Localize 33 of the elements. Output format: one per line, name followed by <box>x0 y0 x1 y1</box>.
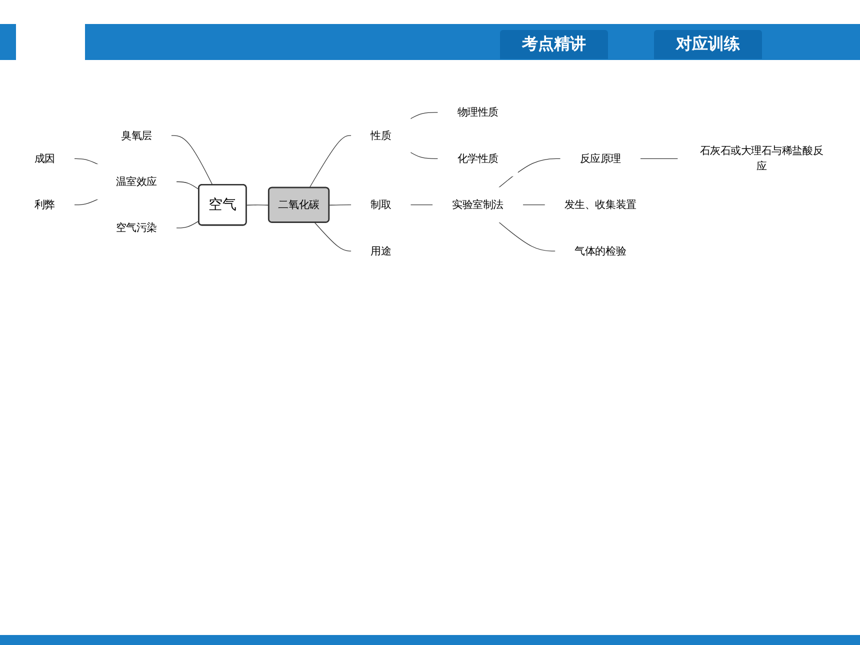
connector <box>640 158 678 159</box>
node-text: 发生、收集装置 <box>564 198 636 211</box>
connector <box>74 198 98 206</box>
node-text: 气体的检验 <box>574 244 626 257</box>
node-text: 石灰石或大理石与稀盐酸反应 <box>700 144 824 172</box>
node-text: 反应原理 <box>580 152 621 164</box>
connector <box>176 181 200 190</box>
connector <box>410 112 438 120</box>
connector <box>410 204 434 206</box>
node-text: 物理性质 <box>457 106 498 118</box>
connector <box>246 204 270 206</box>
connector <box>176 220 200 228</box>
tab-label: 对应训练 <box>654 30 762 59</box>
tab-label: 考点精讲 <box>500 30 608 59</box>
node-text: 空气污染 <box>116 222 157 234</box>
node-text: 用途 <box>370 244 392 257</box>
node-text: 化学性质 <box>457 152 498 164</box>
node-text: 制取 <box>370 198 392 211</box>
node-text: 利弊 <box>34 198 55 211</box>
connector <box>170 135 213 186</box>
node-text: 实验室制法 <box>452 198 504 211</box>
connector <box>410 152 438 159</box>
node-text: 性质 <box>370 129 392 142</box>
connector <box>74 158 98 165</box>
node-text: 成因 <box>34 152 55 164</box>
connector <box>309 135 352 188</box>
node-text: 臭氧层 <box>121 129 152 142</box>
connector <box>498 222 556 252</box>
node-text: 温室效应 <box>116 175 157 188</box>
connector <box>522 204 546 206</box>
connector <box>498 158 561 188</box>
connector <box>314 222 352 252</box>
connector <box>328 204 352 206</box>
